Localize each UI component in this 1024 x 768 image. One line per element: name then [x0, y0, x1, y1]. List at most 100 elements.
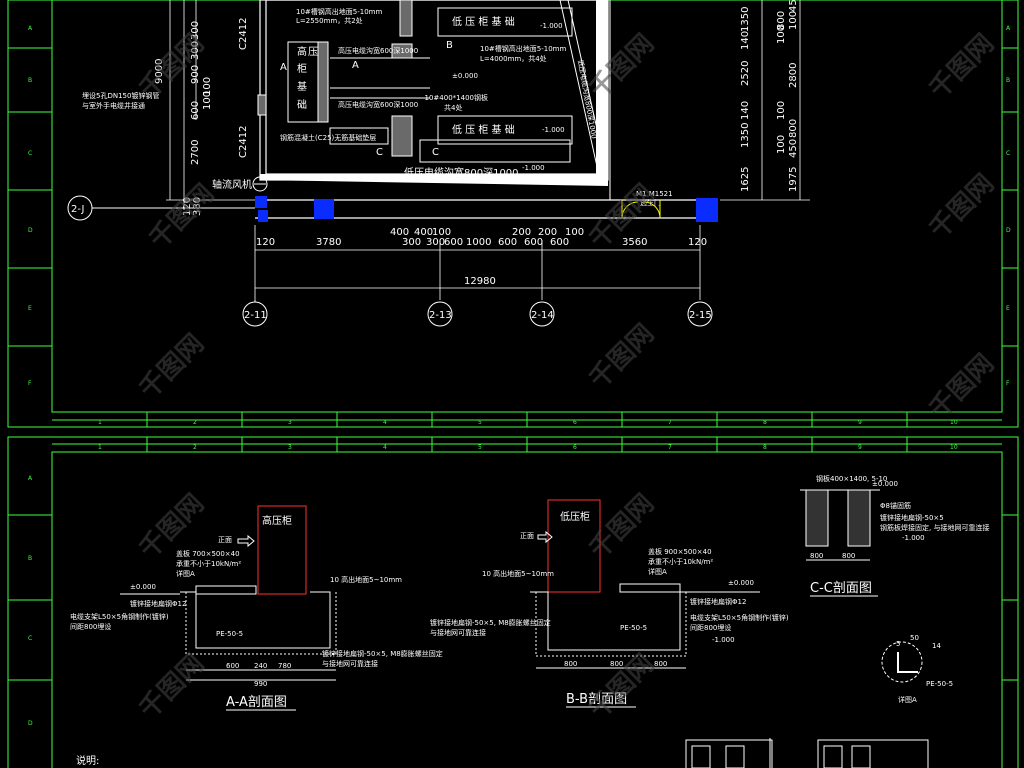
- svg-text:600: 600: [498, 237, 517, 248]
- svg-text:14: 14: [932, 642, 941, 650]
- svg-text:800: 800: [654, 660, 667, 668]
- svg-text:120: 120: [688, 237, 707, 248]
- bb-detail: 详图A: [648, 567, 667, 576]
- svg-text:780: 780: [278, 662, 291, 670]
- frame-side-tick: C: [1006, 150, 1010, 157]
- svg-text:100: 100: [776, 135, 787, 154]
- aa-ground: 镀锌接地扁钢Φ12: [130, 599, 186, 608]
- frame-side-tick: E: [28, 305, 32, 312]
- svg-text:600: 600: [444, 237, 463, 248]
- svg-text:2-13: 2-13: [429, 310, 452, 321]
- frame-tick: 6: [573, 419, 577, 426]
- frame-tick: 10: [950, 444, 958, 451]
- frame-side-tick: B: [28, 77, 32, 84]
- svg-text:600: 600: [226, 662, 239, 670]
- aa-bond2: 与接地网可靠连接: [322, 659, 378, 668]
- cc-level-m1: -1.000: [902, 534, 925, 542]
- svg-text:450: 450: [788, 139, 799, 158]
- frame-side-tick: C: [28, 150, 32, 157]
- right-dimensions: [720, 0, 810, 201]
- svg-text:600: 600: [524, 237, 543, 248]
- svg-text:100: 100: [565, 227, 584, 238]
- svg-text:990: 990: [254, 680, 267, 688]
- label-steel-top-len: L=2550mm，共2处: [296, 16, 363, 25]
- frame-side-tick: B: [28, 555, 32, 562]
- svg-text:3560: 3560: [622, 237, 647, 248]
- svg-text:100: 100: [776, 25, 787, 44]
- svg-text:千图网: 千图网: [134, 649, 210, 725]
- dim-label: 100: [202, 91, 213, 110]
- cc-level: ±0.000: [872, 480, 898, 488]
- svg-text:400: 400: [414, 227, 433, 238]
- label-low-base-2: 低 压 柜 基 础: [452, 123, 515, 136]
- svg-text:800: 800: [610, 660, 623, 668]
- frame-tick: 7: [668, 444, 672, 451]
- svg-text:2-J: 2-J: [71, 204, 84, 215]
- svg-text:千图网: 千图网: [924, 349, 1000, 425]
- svg-text:1625: 1625: [740, 167, 751, 192]
- svg-text:800: 800: [788, 119, 799, 138]
- bottom-dim-labels: 120 3780 400 300 400 300 100 600 1000 60…: [256, 227, 707, 287]
- aa-load: 承重不小于10kN/m²: [176, 559, 241, 568]
- plan-labels: 10#槽钢高出地面5-10mm L=2550mm，共2处 低 压 柜 基 础 低…: [82, 7, 673, 207]
- svg-text:200: 200: [512, 227, 531, 238]
- frame-tick: 4: [383, 419, 387, 426]
- svg-text:5: 5: [896, 640, 900, 648]
- svg-text:千图网: 千图网: [144, 179, 220, 255]
- frame-tick: 1: [98, 444, 102, 451]
- bb-front: 正面: [520, 532, 534, 540]
- aa-level: ±0.000: [130, 583, 156, 591]
- label-high-cab-2: 压: [308, 46, 318, 58]
- frame-tick: 2: [193, 444, 197, 451]
- section-mark-c1: C: [376, 147, 383, 158]
- cabinet-foundations: [257, 0, 573, 163]
- svg-text:2-14: 2-14: [531, 310, 554, 321]
- aa-front: 正面: [218, 536, 232, 544]
- label-low-trench: 低压电缆沟宽800深1000: [404, 166, 519, 179]
- svg-text:400: 400: [390, 227, 409, 238]
- dim-label: 600: [190, 101, 201, 120]
- svg-text:1350: 1350: [740, 7, 751, 32]
- svg-text:800: 800: [776, 11, 787, 30]
- aa-bond: 镀锌接地扁钢-50×5, M8膨胀螺丝固定: [322, 649, 443, 658]
- svg-text:100: 100: [776, 101, 787, 120]
- svg-text:2-15: 2-15: [689, 310, 712, 321]
- label-fan: 轴流风机: [212, 178, 252, 191]
- sheet-frame-upper: [7, 0, 1019, 428]
- room-walls: [255, 0, 700, 219]
- bb-load: 承重不小于10kN/m²: [648, 557, 713, 566]
- bb-level: ±0.000: [728, 579, 754, 587]
- svg-text:千图网: 千图网: [924, 169, 1000, 245]
- dim-label: 900: [190, 65, 201, 84]
- bb-title: B-B剖面图: [566, 692, 627, 707]
- bb-bracket: 电缆支架L50×5角钢制作(镀锌): [690, 613, 789, 622]
- label-high-cab-4: 基: [297, 80, 307, 93]
- frame-tick: 6: [573, 444, 577, 451]
- column-c-2: C2412: [238, 126, 249, 158]
- frame-tick: 9: [858, 419, 862, 426]
- svg-text:2520: 2520: [740, 61, 751, 86]
- left-dimensions: [166, 0, 255, 210]
- aa-detail: 详图A: [176, 569, 195, 578]
- bb-level-m1: -1.000: [712, 636, 735, 644]
- cc-plate: 钢板400×1400, 5-10: [816, 474, 887, 483]
- svg-text:100: 100: [788, 11, 799, 30]
- svg-text:1350: 1350: [740, 123, 751, 148]
- svg-text:3780: 3780: [316, 237, 341, 248]
- frame-side-tick: F: [28, 380, 32, 387]
- svg-text:800: 800: [810, 552, 823, 560]
- svg-text:600: 600: [550, 237, 569, 248]
- section-cc: 钢板400×1400, 5-10 ±0.000 Φ8锚固筋 镀锌接地扁钢-50×…: [800, 474, 989, 597]
- vertical-cable-trench: [559, 0, 605, 181]
- frame-tick: 10: [950, 419, 958, 426]
- svg-text:140: 140: [740, 101, 751, 120]
- frame-tick: 3: [288, 444, 292, 451]
- frame-tick: 8: [763, 444, 767, 451]
- svg-text:1000: 1000: [466, 237, 491, 248]
- door-name: 逃生门: [640, 198, 661, 207]
- svg-text:1975: 1975: [788, 167, 799, 192]
- frame-side-tick: A: [28, 475, 33, 482]
- label-low-base-1: 低 压 柜 基 础: [452, 15, 515, 28]
- cc-bond2: 钢筋板焊接固定, 与接地网可靠连接: [880, 523, 989, 532]
